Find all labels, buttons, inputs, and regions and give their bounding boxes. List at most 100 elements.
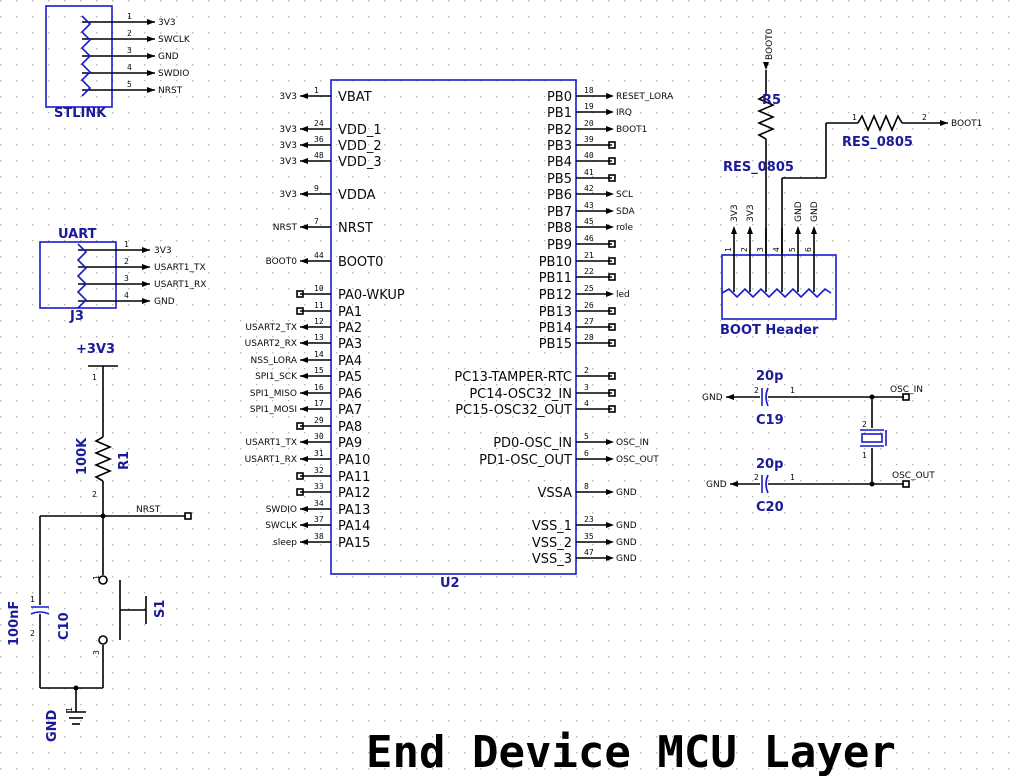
boot-header-pin-net: GND [794, 201, 804, 222]
mcu-pin-number: 20 [584, 119, 594, 128]
mcu-pin-name: PA9 [338, 436, 362, 451]
mcu-pin-name: PA4 [338, 354, 362, 369]
oscillator-section[interactable]: GND 2 1 20p C19 OSC_IN 2 1 GND 2 1 20p C… [702, 369, 935, 515]
net-arrow-icon [300, 324, 308, 330]
r1-ref: R1 [117, 451, 132, 470]
uart-pin-net: USART1_RX [154, 280, 206, 290]
boot-header-pin-number: 1 [724, 247, 733, 252]
mcu-pin-net: NRST [273, 223, 298, 233]
mcu-pin-number: 3 [584, 383, 589, 392]
c10-pin2: 2 [30, 629, 35, 638]
stlink-pin-net: 3V3 [158, 18, 176, 28]
mcu-pin-number: 13 [314, 333, 324, 342]
stlink-ref: STLINK [54, 106, 107, 121]
stlink-pin-net: GND [158, 52, 179, 62]
crystal-body [861, 433, 883, 443]
mcu-pin-net: SWDIO [266, 505, 297, 515]
net-arrow-icon [147, 70, 155, 76]
mcu-pin-name: PB8 [547, 221, 572, 236]
mcu-pin-net: 3V3 [279, 141, 297, 151]
r1-pin1: 1 [92, 373, 97, 382]
mcu-pin-name: PA15 [338, 536, 370, 551]
mcu-pin-name: VDD_3 [338, 155, 382, 170]
mcu-pin-number: 42 [584, 184, 594, 193]
mcu-pin-number: 28 [584, 333, 594, 342]
net-arrow-icon [300, 340, 308, 346]
net-arrow-icon [142, 298, 150, 304]
mcu-pin-name: PD0-OSC_IN [493, 436, 572, 451]
no-connect-port [608, 240, 616, 248]
mcu-pin-name: PB0 [547, 90, 572, 105]
stlink-pin-number: 4 [127, 63, 132, 72]
reset-section[interactable]: +3V3 1 2 100K R1 NRST 1 3 S1 1 2 100nF C… [7, 342, 192, 742]
no-connect-port [608, 273, 616, 281]
mcu-pin-number: 41 [584, 168, 594, 177]
no-connect-port [608, 157, 616, 165]
no-connect-port [296, 290, 304, 298]
no-connect-port [296, 422, 304, 430]
gnd-pin: 1 [65, 707, 74, 712]
mcu-pin-number: 7 [314, 217, 319, 226]
r5-value: RES_0805 [723, 160, 794, 175]
mcu-pin-name: PB5 [547, 172, 572, 187]
mcu-pin-number: 21 [584, 251, 594, 260]
net-arrow-icon [606, 555, 614, 561]
mcu-pin-number: 32 [314, 466, 324, 475]
mcu-pin-net: GND [616, 521, 637, 531]
mcu-pin-net: role [616, 223, 634, 233]
mcu-pin-name: BOOT0 [338, 255, 383, 270]
net-arrow-icon [300, 158, 308, 164]
boot-header-pin-number: 2 [740, 247, 749, 252]
mcu-pin-name: PA12 [338, 486, 370, 501]
mcu-pin-net: SPI1_MOSI [250, 405, 297, 415]
net-arrow-icon [606, 291, 614, 297]
mcu-pin-name: PB13 [539, 305, 572, 320]
mcu-pin-number: 19 [584, 102, 594, 111]
boot0-net: BOOT0 [765, 28, 775, 60]
boot1-arrow-icon [940, 120, 948, 126]
mcu-pin-number: 34 [314, 499, 324, 508]
mcu-pin-name: PB3 [547, 139, 572, 154]
xtal-pin1: 1 [862, 451, 867, 460]
uart-pin-number: 3 [124, 274, 129, 283]
mcu-pin-net: SCL [616, 190, 633, 200]
mcu-pin-net: GND [616, 554, 637, 564]
mcu-pin-number: 35 [584, 532, 594, 541]
net-arrow-icon [300, 522, 308, 528]
mcu-pin-number: 17 [314, 399, 324, 408]
boot-header-serpentine [721, 287, 832, 299]
net-arrow-icon [606, 224, 614, 230]
no-connect-port [608, 307, 616, 315]
no-connect-port [296, 488, 304, 496]
page-title: End Device MCU Layer [366, 727, 896, 778]
r5-resistor [756, 94, 776, 140]
stlink-pin-net: NRST [158, 86, 183, 96]
mcu-pin-net: 3V3 [279, 190, 297, 200]
osc-out-port [902, 480, 910, 488]
mcu-pin-name: PA10 [338, 453, 370, 468]
boot-section[interactable]: BOOT0 R5 RES_0805 BOOT1 1 2 RES_0805 BOO… [720, 28, 982, 338]
mcu-pin-net: OSC_IN [616, 438, 649, 448]
mcu-pin-number: 36 [314, 135, 324, 144]
net-arrow-icon [300, 456, 308, 462]
net-arrow-icon [147, 36, 155, 42]
mcu-pin-number: 24 [314, 119, 324, 128]
boot-header-pin-net: GND [810, 201, 820, 222]
mcu-pin-name: PA3 [338, 337, 362, 352]
mcu-pin-number: 22 [584, 267, 594, 276]
mcu-pin-name: PC14-OSC32_IN [469, 387, 572, 402]
mcu-pin-name: VSS_2 [532, 536, 572, 551]
mcu-pin-name: VSSA [537, 486, 572, 501]
net-arrow-icon [147, 53, 155, 59]
mcu-pin-name: VSS_3 [532, 552, 572, 567]
net-arrow-icon [300, 406, 308, 412]
mcu-pin-name: PB9 [547, 238, 572, 253]
net-arrow-icon [300, 506, 308, 512]
mcu-pin-name: PB11 [539, 271, 572, 286]
mcu-pin-net: USART2_TX [245, 323, 297, 333]
